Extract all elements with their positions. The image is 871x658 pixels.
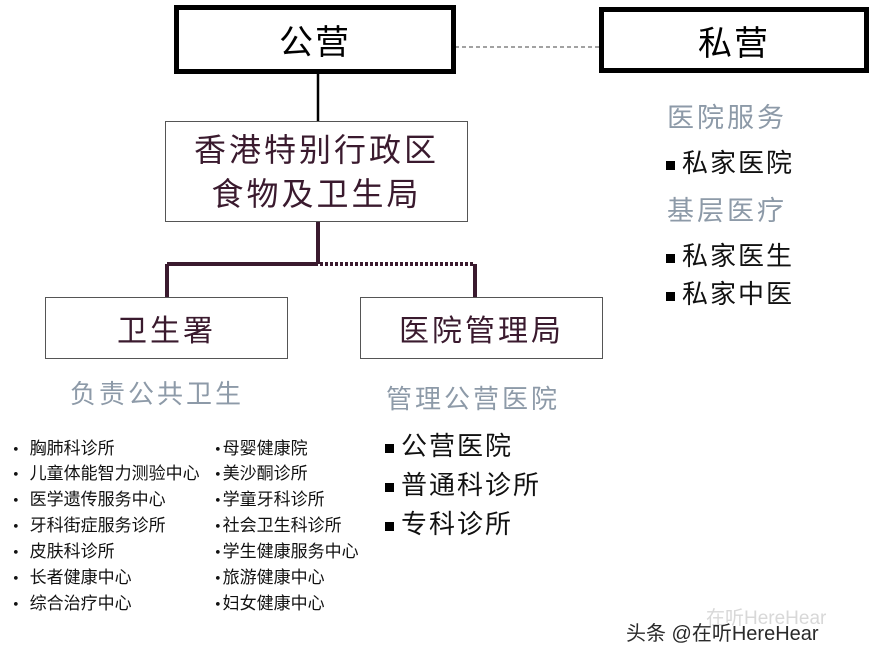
dh-col1-item: •儿童体能智力测验中心 bbox=[12, 464, 200, 484]
dh-col1-item: •综合治疗中心 bbox=[12, 594, 132, 614]
dh-col2-item: •旅游健康中心 bbox=[214, 568, 325, 588]
ha-specialist-clinic-item: 专科诊所 bbox=[385, 504, 513, 541]
private-doctor-item: 私家医生 bbox=[666, 236, 794, 273]
bullet-dot-icon: • bbox=[12, 598, 20, 613]
bullet-dot-icon: • bbox=[12, 546, 20, 561]
fhb-line1: 香港特别行政区 bbox=[193, 130, 439, 169]
bullet-dot-icon: • bbox=[214, 494, 222, 509]
bullet-dot-icon: • bbox=[12, 468, 20, 483]
dh-col2-item: •学生健康服务中心 bbox=[214, 542, 359, 562]
public-sector-label: 公营 bbox=[279, 23, 351, 63]
bullet-dot-icon: • bbox=[214, 520, 222, 535]
dh-col2-item: •社会卫生科诊所 bbox=[214, 516, 342, 536]
square-bullet-icon bbox=[666, 253, 675, 263]
watermark-faint: 在听HereHear bbox=[706, 608, 827, 629]
bullet-dot-icon: • bbox=[214, 598, 222, 613]
dh-col1-item: •胸肺科诊所 bbox=[12, 439, 115, 459]
dh-col2-item: •美沙酮诊所 bbox=[214, 464, 308, 484]
square-bullet-icon bbox=[385, 521, 394, 531]
square-bullet-icon bbox=[666, 291, 675, 301]
bullet-dot-icon: • bbox=[12, 520, 20, 535]
department-of-health-box: 卫生署 bbox=[45, 297, 288, 359]
square-bullet-icon bbox=[666, 160, 675, 170]
bullet-dot-icon: • bbox=[214, 546, 222, 561]
food-health-bureau-box: 香港特别行政区 食物及卫生局 bbox=[165, 121, 468, 222]
private-sector-box: 私营 bbox=[599, 7, 869, 73]
bullet-dot-icon: • bbox=[214, 443, 222, 458]
private-hospital-item: 私家医院 bbox=[666, 143, 794, 180]
fhb-line2: 食物及卫生局 bbox=[211, 174, 422, 213]
private-hospital-heading: 医院服务 bbox=[667, 103, 787, 134]
dh-col2-item: •学童牙科诊所 bbox=[214, 490, 325, 510]
public-sector-box: 公营 bbox=[174, 5, 456, 74]
bullet-dot-icon: • bbox=[12, 572, 20, 587]
dh-col1-item: •长者健康中心 bbox=[12, 568, 132, 588]
dh-col2-item: •母婴健康院 bbox=[214, 439, 308, 459]
ha-general-clinic-item: 普通科诊所 bbox=[385, 465, 541, 502]
ha-services-heading: 管理公营医院 bbox=[386, 385, 561, 415]
bullet-dot-icon: • bbox=[12, 494, 20, 509]
dh-col1-item: •牙科街症服务诊所 bbox=[12, 516, 166, 536]
square-bullet-icon bbox=[385, 443, 394, 453]
bullet-dot-icon: • bbox=[214, 572, 222, 587]
private-sector-label: 私营 bbox=[698, 23, 770, 64]
square-bullet-icon bbox=[385, 482, 394, 492]
ha-public-hospital-item: 公营医院 bbox=[385, 426, 513, 463]
private-chinese-medicine-item: 私家中医 bbox=[666, 274, 794, 311]
bullet-dot-icon: • bbox=[214, 468, 222, 483]
dh-col1-item: •皮肤科诊所 bbox=[12, 542, 115, 562]
private-primary-heading: 基层医疗 bbox=[667, 196, 787, 227]
hospital-authority-label: 医院管理局 bbox=[399, 314, 564, 349]
watermark-label: 头条 @在听HereHear bbox=[626, 623, 819, 645]
department-of-health-label: 卫生署 bbox=[117, 314, 216, 349]
dh-col2-item: •妇女健康中心 bbox=[214, 594, 325, 614]
dh-col1-item: •医学遗传服务中心 bbox=[12, 490, 166, 510]
hospital-authority-box: 医院管理局 bbox=[360, 297, 603, 359]
dh-services-heading: 负责公共卫生 bbox=[70, 380, 245, 410]
bullet-dot-icon: • bbox=[12, 443, 20, 458]
